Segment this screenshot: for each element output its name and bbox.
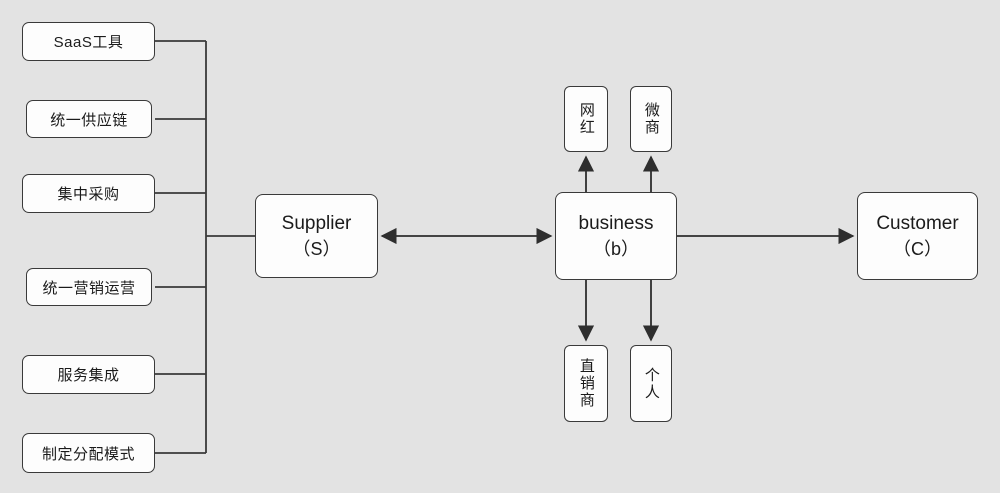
- node-weishang[interactable]: 微商: [630, 86, 672, 152]
- node-label-line2: （S）: [292, 238, 341, 259]
- node-label: SaaS工具: [53, 34, 124, 51]
- node-centralized-procurement[interactable]: 集中采购: [22, 174, 155, 213]
- node-service-integration[interactable]: 服务集成: [22, 355, 155, 394]
- node-business[interactable]: business （b）: [555, 192, 677, 280]
- node-label-line1: business: [578, 213, 654, 235]
- node-label-line2: （C）: [893, 238, 942, 259]
- node-supplier[interactable]: Supplier （S）: [255, 194, 378, 278]
- node-label: 微商: [642, 102, 660, 136]
- node-unified-marketing-operations[interactable]: 统一营销运营: [26, 268, 152, 306]
- node-label: 网红: [577, 102, 595, 136]
- node-geren[interactable]: 个人: [630, 345, 672, 422]
- node-label-line1: Customer: [876, 213, 959, 235]
- node-label: 服务集成: [57, 367, 120, 384]
- node-label: 制定分配模式: [41, 445, 135, 463]
- node-label: 统一供应链: [50, 111, 128, 129]
- node-wanghong[interactable]: 网红: [564, 86, 608, 152]
- node-zhixiaoshang[interactable]: 直销商: [564, 345, 608, 422]
- node-saas-tool[interactable]: SaaS工具: [22, 22, 155, 61]
- node-distribution-model[interactable]: 制定分配模式: [22, 433, 155, 473]
- node-label: 个人: [642, 366, 660, 401]
- node-label: 直销商: [577, 358, 595, 409]
- node-label: 集中采购: [57, 186, 120, 203]
- node-unified-supply-chain[interactable]: 统一供应链: [26, 100, 152, 138]
- node-label-line1: Supplier: [281, 213, 352, 235]
- node-label-line2: （b）: [592, 238, 639, 259]
- node-customer[interactable]: Customer （C）: [857, 192, 978, 280]
- node-label: 统一营销运营: [42, 279, 136, 297]
